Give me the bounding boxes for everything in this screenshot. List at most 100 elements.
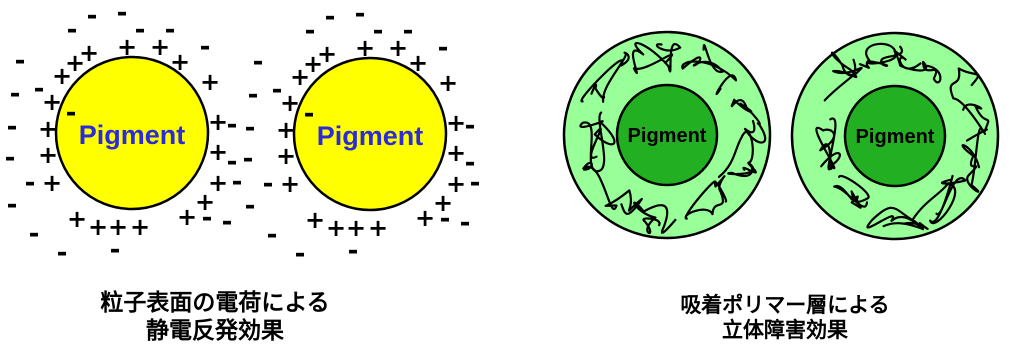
negative-charge: - [267, 220, 278, 250]
polymer-chain [579, 111, 616, 173]
negative-charge: - [34, 74, 45, 104]
polymer-chain [949, 67, 990, 135]
pigment-label: Pigment [856, 126, 935, 148]
positive-charge: + [438, 69, 458, 97]
positive-charge: + [305, 206, 325, 234]
polymer-chain [684, 175, 728, 220]
negative-charge: - [232, 167, 243, 197]
polymer-chain [681, 44, 738, 96]
electrostatic-caption: 粒子表面の電荷による 静電反発効果 [85, 290, 345, 345]
positive-charge: + [326, 214, 346, 242]
polymer-chain [717, 130, 757, 178]
polymer-chain [631, 41, 682, 75]
charged-particle [54, 55, 210, 211]
negative-charge: - [304, 99, 315, 129]
electrostatic-caption-line1: 粒子表面の電荷による [100, 290, 330, 316]
pigment-label: Pigment [79, 120, 186, 150]
polymer-chain [823, 51, 863, 102]
negative-charge: - [227, 147, 238, 177]
positive-charge: + [117, 33, 137, 61]
positive-charge: + [446, 170, 466, 198]
negative-charge: - [403, 16, 414, 46]
positive-charge: + [88, 213, 108, 241]
negative-charge: - [7, 112, 18, 142]
polymer-chain [893, 49, 942, 84]
positive-charge: + [38, 115, 58, 143]
polymer-chain [866, 206, 929, 231]
pigment-label: Pigment [628, 125, 707, 147]
positive-charge: + [79, 39, 99, 67]
negative-charge: - [253, 47, 264, 77]
negative-charge: - [67, 15, 78, 45]
negative-charge: - [245, 113, 256, 143]
negative-charge: - [117, 0, 128, 28]
negative-charge: - [305, 16, 316, 46]
positive-charge: + [346, 214, 366, 242]
positive-charge: + [67, 205, 87, 233]
positive-charge: + [290, 63, 310, 91]
positive-charge: + [208, 138, 228, 166]
positive-charge: + [108, 213, 128, 241]
positive-charge: + [276, 116, 296, 144]
negative-charge: - [440, 204, 451, 234]
positive-charge: + [42, 88, 62, 116]
negative-charge: - [263, 169, 274, 199]
positive-charge: + [52, 62, 72, 90]
positive-charge: + [177, 203, 197, 231]
negative-charge: - [243, 144, 254, 174]
positive-charge: + [446, 109, 466, 137]
polymer-chain [858, 42, 904, 69]
negative-charge: - [348, 236, 359, 266]
positive-charge: + [42, 169, 62, 197]
negative-charge: - [10, 79, 21, 109]
positive-charge: + [408, 49, 428, 77]
positive-charge: + [446, 139, 466, 167]
negative-charge: - [25, 168, 36, 198]
polymer-chain [815, 117, 841, 171]
negative-charge: - [222, 207, 233, 237]
negative-charge: - [245, 191, 256, 221]
positive-charge: + [355, 34, 375, 62]
electrostatic-caption-line2: 静電反発効果 [146, 317, 284, 344]
negative-charge: - [5, 143, 16, 173]
positive-charge: + [388, 34, 408, 62]
positive-charge: + [415, 204, 435, 232]
negative-charge: - [465, 111, 476, 141]
positive-charge: + [65, 49, 85, 77]
pigment-label: Pigment [317, 121, 424, 151]
negative-charge: - [438, 33, 449, 63]
negative-charge: - [248, 80, 259, 110]
steric-hindrance-illustration: Pigment Pigment [562, 30, 1000, 241]
positive-charge: + [150, 33, 170, 61]
negative-charge: - [165, 15, 176, 45]
negative-charge: - [460, 208, 471, 238]
negative-charge: - [470, 168, 481, 198]
positive-charge: + [303, 50, 323, 78]
positive-charge: + [208, 108, 228, 136]
negative-charge: - [272, 75, 283, 105]
negative-charge: - [227, 110, 238, 140]
steric-caption: 吸着ポリマー層による 立体障害効果 [610, 293, 960, 343]
positive-charge: + [130, 213, 150, 241]
negative-charge: - [295, 239, 306, 269]
positive-charge: + [195, 188, 215, 216]
negative-charge: - [110, 235, 121, 265]
polymer-chain [582, 161, 643, 215]
positive-charge: + [280, 170, 300, 198]
positive-charge: + [276, 142, 296, 170]
positive-charge: + [200, 68, 220, 96]
positive-charge: + [368, 214, 388, 242]
negative-charge: - [373, 16, 384, 46]
polymer-chain [833, 174, 870, 209]
negative-charge: - [57, 238, 68, 268]
negative-charge: - [355, 0, 366, 29]
negative-charge: - [15, 46, 26, 76]
negative-charge: - [135, 15, 146, 45]
polymer-chain [730, 98, 767, 144]
negative-charge: - [87, 1, 98, 31]
polymer-chain [912, 175, 967, 225]
negative-charge: - [29, 219, 40, 249]
pigment-core [615, 83, 719, 187]
